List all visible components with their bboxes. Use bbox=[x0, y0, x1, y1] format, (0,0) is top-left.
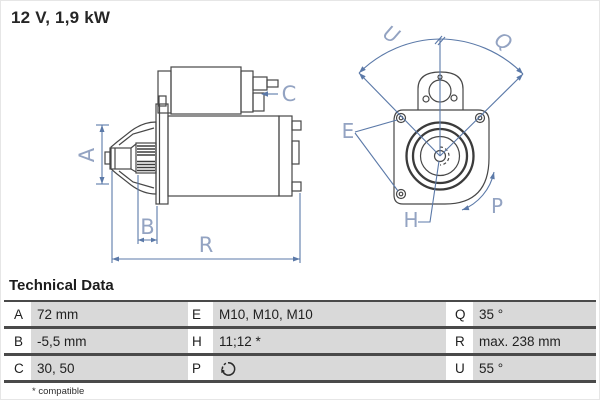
dim-label-b: B bbox=[140, 215, 154, 239]
flange-body bbox=[393, 109, 490, 205]
technical-data-table: A 72 mm E M10, M10, M10 Q 35 ° B -5,5 mm… bbox=[4, 300, 596, 383]
rotation-direction-p: P bbox=[461, 171, 503, 218]
starter-motor-front-view: U Q E H P bbox=[342, 20, 524, 232]
param-key-cell: Q bbox=[446, 302, 473, 326]
param-value-cell: 72 mm bbox=[31, 302, 188, 326]
dim-label-h: H bbox=[403, 208, 418, 232]
mounting-flange bbox=[155, 103, 169, 205]
param-key-cell: R bbox=[446, 329, 473, 353]
param-value-cell: 55 ° bbox=[473, 356, 596, 380]
param-key-cell: B bbox=[4, 329, 31, 353]
param-value-cell: -5,5 mm bbox=[31, 329, 188, 353]
compatibility-footnote: * compatible bbox=[32, 386, 85, 397]
solenoid bbox=[157, 66, 279, 115]
table-row: C 30, 50 P U 55 ° bbox=[4, 356, 596, 383]
param-key-cell: A bbox=[4, 302, 31, 326]
technical-drawings: A B R bbox=[75, 20, 524, 263]
angle-dimension-fan: U Q bbox=[358, 20, 524, 157]
dimension-r: R bbox=[111, 171, 301, 263]
dim-label-a: A bbox=[75, 147, 99, 162]
terminal-pointer-c: C bbox=[261, 82, 296, 106]
table-row: A 72 mm E M10, M10, M10 Q 35 ° bbox=[4, 302, 596, 329]
mounting-holes-pointer-e: E bbox=[342, 119, 399, 192]
motor-body bbox=[167, 115, 302, 197]
pinion-gear-hatch bbox=[137, 145, 155, 172]
param-value-cell: 30, 50 bbox=[31, 356, 188, 380]
dim-label-e: E bbox=[342, 119, 355, 143]
dimension-a: A bbox=[75, 124, 109, 185]
pinion-drive-end bbox=[104, 121, 157, 195]
dim-label-r: R bbox=[199, 233, 214, 257]
starter-motor-side-view: A B R bbox=[75, 66, 302, 263]
dim-label-p: P bbox=[491, 194, 503, 218]
param-value-cell: M10, M10, M10 bbox=[213, 302, 446, 326]
dim-label-u: U bbox=[379, 20, 404, 48]
shaft-pointer-h: H bbox=[403, 160, 440, 232]
technical-data-heading: Technical Data bbox=[9, 277, 114, 294]
product-title: 12 V, 1,9 kW bbox=[11, 8, 111, 27]
param-key-cell: H bbox=[188, 329, 213, 353]
dim-label-c: C bbox=[282, 82, 297, 106]
clockwise-rotation-icon bbox=[221, 361, 236, 376]
dim-label-q: Q bbox=[491, 27, 517, 56]
param-value-cell: 35 ° bbox=[473, 302, 596, 326]
table-row: B -5,5 mm H 11;12 * R max. 238 mm bbox=[4, 329, 596, 356]
param-key-cell: E bbox=[188, 302, 213, 326]
dimension-b: B bbox=[137, 175, 158, 244]
param-value-cell bbox=[213, 356, 446, 380]
param-key-cell: U bbox=[446, 356, 473, 380]
param-key-cell: C bbox=[4, 356, 31, 380]
param-value-cell: max. 238 mm bbox=[473, 329, 596, 353]
param-key-cell: P bbox=[188, 356, 213, 380]
param-value-cell: 11;12 * bbox=[213, 329, 446, 353]
